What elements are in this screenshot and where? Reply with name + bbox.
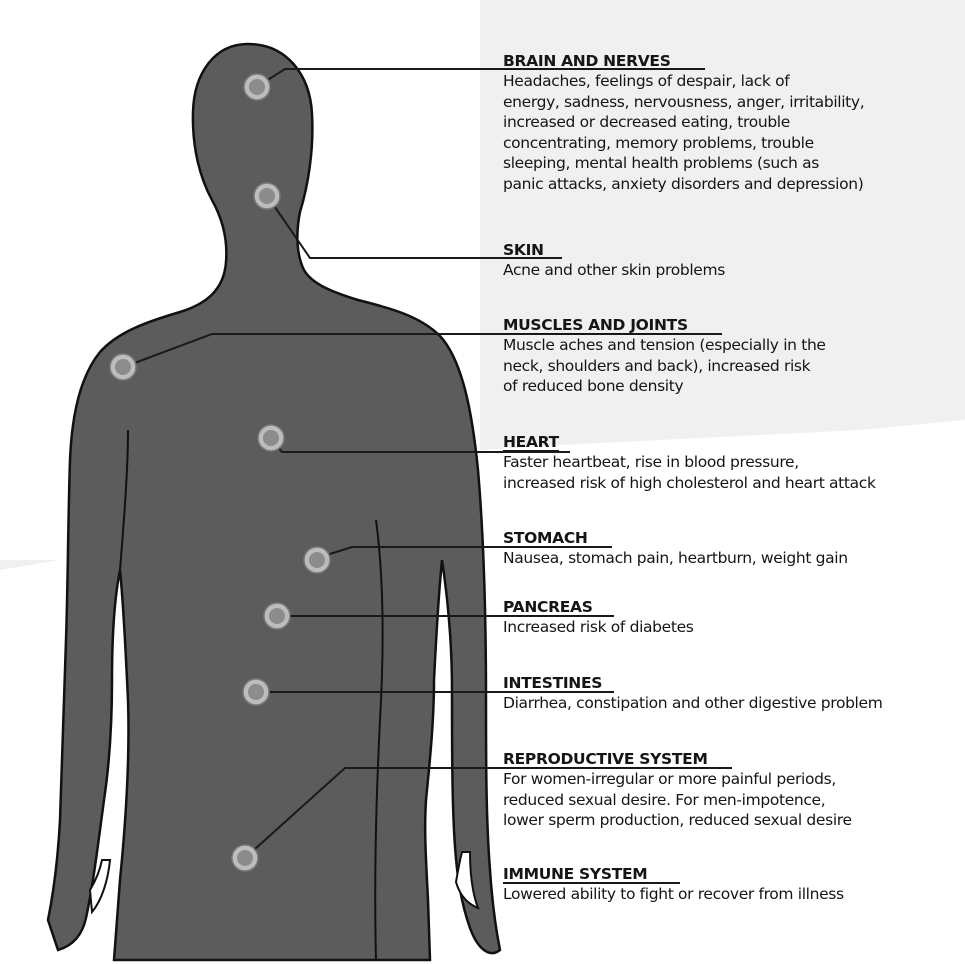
desc-immune-system: Lowered ability to fight or recover from… [503, 884, 963, 905]
desc-reproductive-system: For women-irregular or more painful peri… [503, 769, 963, 831]
section-skin: SKIN Acne and other skin problems [503, 241, 963, 281]
desc-brain-and-nerves: Headaches, feelings of despair, lack of … [503, 71, 963, 194]
desc-line: Increased risk of diabetes [503, 617, 963, 638]
human-silhouette [48, 44, 500, 960]
desc-line: panic attacks, anxiety disorders and dep… [503, 174, 963, 195]
heading-reproductive-system: REPRODUCTIVE SYSTEM [503, 750, 963, 769]
section-intestines: INTESTINES Diarrhea, constipation and ot… [503, 674, 963, 714]
marker-heart [258, 425, 284, 451]
marker-skin [254, 183, 280, 209]
desc-line: lower sperm production, reduced sexual d… [503, 810, 963, 831]
desc-skin: Acne and other skin problems [503, 260, 963, 281]
heading-immune-system: IMMUNE SYSTEM [503, 865, 963, 884]
desc-line: Headaches, feelings of despair, lack of [503, 71, 963, 92]
desc-line: reduced sexual desire. For men-impotence… [503, 790, 963, 811]
desc-line: For women-irregular or more painful peri… [503, 769, 963, 790]
heading-muscles-and-joints: MUSCLES AND JOINTS [503, 316, 963, 335]
desc-intestines: Diarrhea, constipation and other digesti… [503, 693, 963, 714]
section-reproductive-system: REPRODUCTIVE SYSTEM For women-irregular … [503, 750, 963, 831]
section-heart: HEART Faster heartbeat, rise in blood pr… [503, 433, 963, 493]
desc-line: increased risk of high cholesterol and h… [503, 473, 963, 494]
section-stomach: STOMACH Nausea, stomach pain, heartburn,… [503, 529, 963, 569]
desc-line: sleeping, mental health problems (such a… [503, 153, 963, 174]
heading-heart: HEART [503, 433, 963, 452]
heading-pancreas: PANCREAS [503, 598, 963, 617]
marker-muscles [110, 354, 136, 380]
desc-line: Diarrhea, constipation and other digesti… [503, 693, 963, 714]
desc-line: Muscle aches and tension (especially in … [503, 335, 963, 356]
desc-muscles-and-joints: Muscle aches and tension (especially in … [503, 335, 963, 397]
desc-line: Faster heartbeat, rise in blood pressure… [503, 452, 963, 473]
heading-stomach: STOMACH [503, 529, 963, 548]
section-pancreas: PANCREAS Increased risk of diabetes [503, 598, 963, 638]
desc-heart: Faster heartbeat, rise in blood pressure… [503, 452, 963, 493]
marker-reproductive [232, 845, 258, 871]
desc-line: of reduced bone density [503, 376, 963, 397]
heading-intestines: INTESTINES [503, 674, 963, 693]
section-muscles-and-joints: MUSCLES AND JOINTS Muscle aches and tens… [503, 316, 963, 397]
marker-intestines [243, 679, 269, 705]
desc-line: neck, shoulders and back), increased ris… [503, 356, 963, 377]
desc-stomach: Nausea, stomach pain, heartburn, weight … [503, 548, 963, 569]
desc-line: energy, sadness, nervousness, anger, irr… [503, 92, 963, 113]
marker-pancreas [264, 603, 290, 629]
desc-line: concentrating, memory problems, trouble [503, 133, 963, 154]
desc-line: Acne and other skin problems [503, 260, 963, 281]
desc-pancreas: Increased risk of diabetes [503, 617, 963, 638]
section-immune-system: IMMUNE SYSTEM Lowered ability to fight o… [503, 865, 963, 905]
marker-brain [244, 74, 270, 100]
desc-line: increased or decreased eating, trouble [503, 112, 963, 133]
heading-brain-and-nerves: BRAIN AND NERVES [503, 52, 963, 71]
section-brain-and-nerves: BRAIN AND NERVES Headaches, feelings of … [503, 52, 963, 194]
heading-skin: SKIN [503, 241, 963, 260]
background-shade-left [0, 560, 60, 570]
desc-line: Nausea, stomach pain, heartburn, weight … [503, 548, 963, 569]
desc-line: Lowered ability to fight or recover from… [503, 884, 963, 905]
marker-stomach [304, 547, 330, 573]
